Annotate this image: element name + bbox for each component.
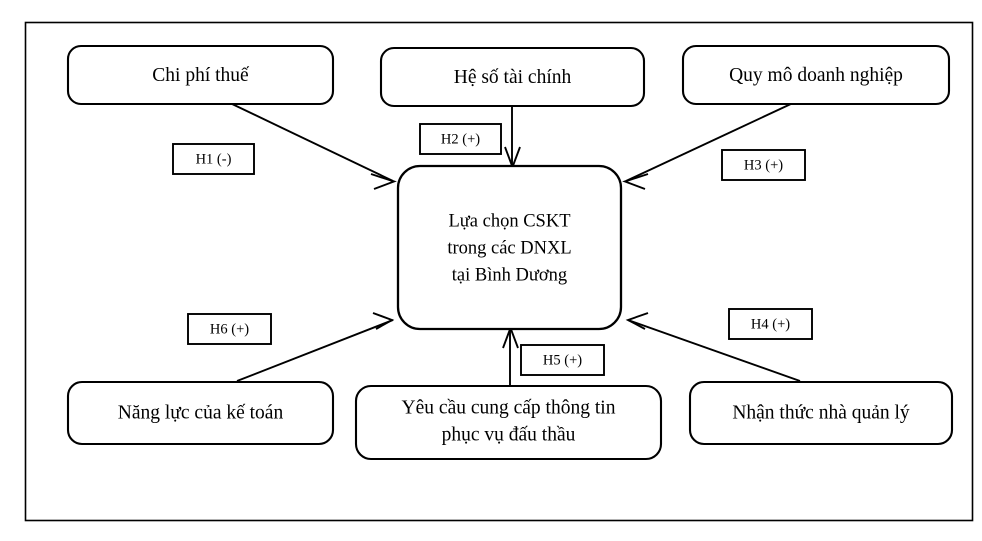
hypothesis-label-h4[interactable]: H4 (+) [728, 308, 813, 340]
node-bidding-info-requirement[interactable]: Yêu cầu cung cấp thông tin phục vụ đấu t… [354, 384, 663, 461]
node-firm-size[interactable]: Quy mô doanh nghiệp [681, 44, 951, 106]
node-center-label-line-2: trong các DNXL [447, 238, 571, 258]
hypothesis-label-h1-text: H1 (-) [196, 151, 232, 167]
node-accountant-capacity-shape [66, 380, 335, 446]
hypothesis-label-h6-shape [187, 313, 272, 345]
node-bidding-info-requirement-label-line-1: Yêu cầu cung cấp thông tin [402, 397, 616, 418]
node-center-shape [396, 164, 623, 331]
connector-h2 [504, 106, 521, 170]
node-tax-cost-label: Chi phí thuế [152, 65, 250, 86]
node-manager-awareness-shape [688, 380, 954, 446]
node-center[interactable]: Lựa chọn CSKT trong các DNXL tại Bình Dư… [396, 164, 623, 331]
node-tax-cost[interactable]: Chi phí thuế [66, 44, 335, 106]
connector-h3 [622, 102, 794, 190]
connector-h6 [236, 312, 395, 382]
node-bidding-info-requirement-label-line-2: phục vụ đấu thầu [442, 424, 576, 445]
hypothesis-label-h4-shape [728, 308, 813, 340]
connector-h4 [625, 312, 801, 382]
hypothesis-label-h3-shape [721, 149, 806, 181]
hypothesis-label-h5-text: H5 (+) [543, 352, 582, 368]
node-firm-size-shape [681, 44, 951, 106]
hypothesis-label-h2-shape [419, 123, 502, 155]
node-center-label-line-3: tại Bình Dương [452, 265, 567, 285]
node-manager-awareness[interactable]: Nhận thức nhà quản lý [688, 380, 954, 446]
node-manager-awareness-label: Nhận thức nhà quản lý [732, 402, 910, 423]
node-financial-ratio-shape [379, 46, 646, 108]
connector-h1 [229, 102, 397, 190]
node-financial-ratio-label: Hệ số tài chính [454, 67, 572, 88]
node-firm-size-label: Quy mô doanh nghiệp [729, 65, 903, 86]
node-tax-cost-shape [66, 44, 335, 106]
hypothesis-label-h3[interactable]: H3 (+) [721, 149, 806, 181]
hypothesis-label-h6[interactable]: H6 (+) [187, 313, 272, 345]
hypothesis-label-h6-text: H6 (+) [210, 321, 249, 337]
node-bidding-info-requirement-shape [354, 384, 663, 461]
hypothesis-label-h1[interactable]: H1 (-) [172, 143, 255, 175]
connector-h5 [502, 325, 519, 386]
outer-frame [24, 21, 974, 522]
hypothesis-label-h5-shape [520, 344, 605, 376]
node-accountant-capacity-label: Năng lực của kế toán [118, 402, 284, 423]
node-center-label-line-1: Lựa chọn CSKT [448, 211, 570, 231]
hypothesis-label-h1-shape [172, 143, 255, 175]
hypothesis-label-h2[interactable]: H2 (+) [419, 123, 502, 155]
node-financial-ratio[interactable]: Hệ số tài chính [379, 46, 646, 108]
hypothesis-label-h4-text: H4 (+) [751, 316, 790, 332]
hypothesis-label-h5[interactable]: H5 (+) [520, 344, 605, 376]
hypothesis-label-h3-text: H3 (+) [744, 157, 783, 173]
node-accountant-capacity[interactable]: Năng lực của kế toán [66, 380, 335, 446]
hypothesis-label-h2-text: H2 (+) [441, 131, 480, 147]
